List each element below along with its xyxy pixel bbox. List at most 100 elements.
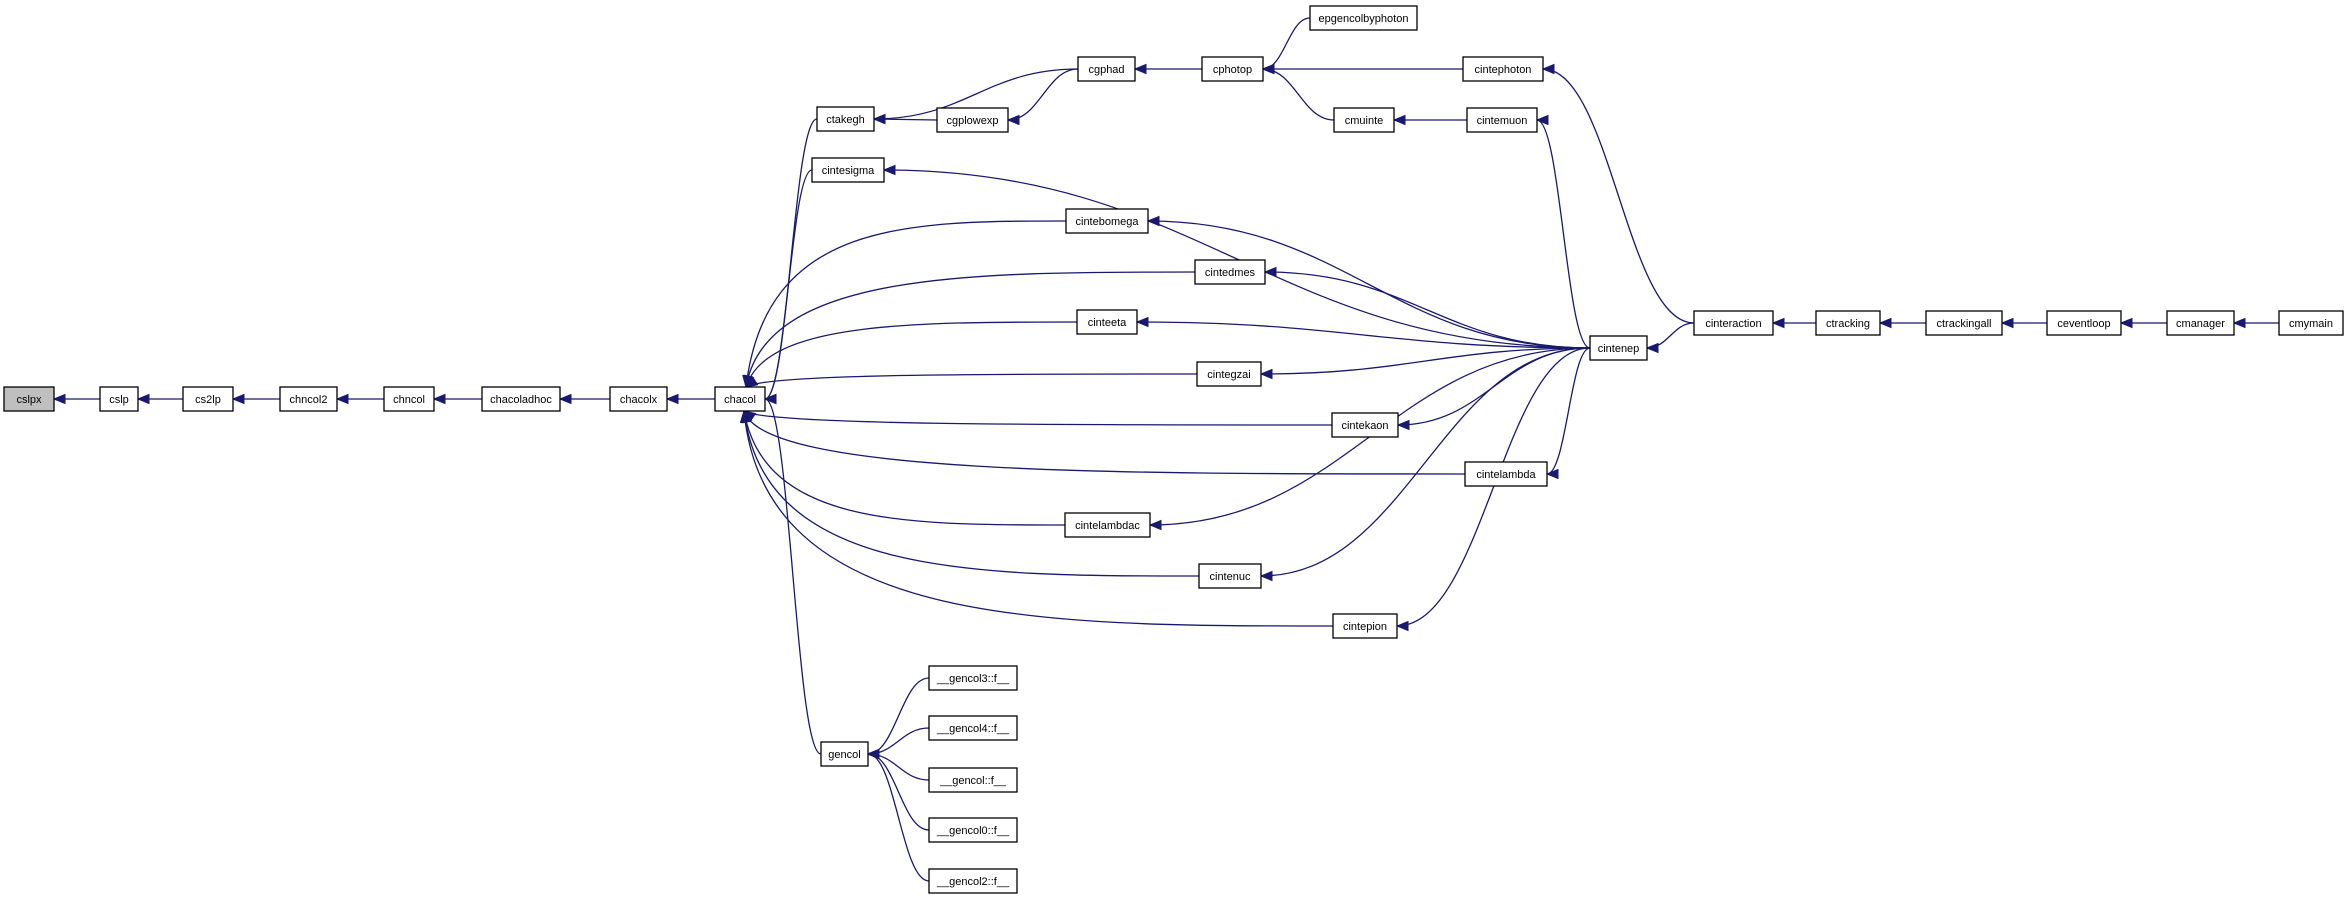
- node-gencol2[interactable]: __gencol2::f__: [928, 868, 1018, 894]
- node-box: [1331, 412, 1399, 438]
- node-box: [820, 741, 869, 767]
- node-label: cintesigma: [822, 165, 875, 177]
- node-label: chncol2: [290, 394, 328, 406]
- node-label: cintedmes: [1205, 267, 1256, 279]
- node-gencol[interactable]: gencol: [820, 741, 869, 767]
- node-box: [1925, 310, 2003, 336]
- node-gencol3[interactable]: __gencol3::f__: [928, 665, 1018, 691]
- node-epgencolbyphoton[interactable]: epgencolbyphoton: [1309, 5, 1418, 31]
- arrowhead-cs2lp: [231, 393, 245, 405]
- node-label: cintemuon: [1477, 115, 1528, 127]
- edge-cintekaon-to-chacol: [743, 410, 1333, 426]
- node-cintephoton[interactable]: cintephoton: [1462, 56, 1544, 82]
- edge-epgencolbyphoton-to-cphotop: [1262, 17, 1311, 70]
- arrowhead-chacol: [744, 376, 759, 388]
- node-cintelambdac[interactable]: cintelambdac: [1064, 512, 1151, 538]
- arrowhead-ceventloop: [2119, 317, 2133, 329]
- edge-cintenep-to-cintedmes: [1264, 271, 1591, 349]
- node-box: [1201, 56, 1264, 82]
- node-cmymain[interactable]: cmymain: [2278, 310, 2344, 336]
- node-label: cintebomega: [1076, 216, 1140, 228]
- node-cslpx[interactable]: cslpx: [3, 386, 55, 412]
- node-cintelambda[interactable]: cintelambda: [1464, 461, 1548, 487]
- node-gencol4[interactable]: __gencol4::f__: [928, 715, 1018, 741]
- node-box: [182, 386, 234, 412]
- node-chacol[interactable]: chacol: [714, 386, 766, 412]
- node-cintenuc[interactable]: cintenuc: [1198, 563, 1262, 589]
- node-cphotop[interactable]: cphotop: [1201, 56, 1264, 82]
- node-cintesigma[interactable]: cintesigma: [811, 157, 885, 183]
- node-box: [3, 386, 55, 412]
- arrowhead-cintelambdac: [1148, 519, 1162, 531]
- node-gencol0[interactable]: __gencol0::f__: [928, 817, 1018, 843]
- node-box: [609, 386, 668, 412]
- edge-gencol2-to-gencol: [867, 753, 930, 882]
- arrowhead-chacolx: [665, 393, 679, 405]
- node-ctrackingall[interactable]: ctrackingall: [1925, 310, 2003, 336]
- edge-cintenep-to-cintesigma: [883, 169, 1591, 349]
- node-cintebomega[interactable]: cintebomega: [1065, 208, 1149, 234]
- node-cintenep[interactable]: cintenep: [1589, 335, 1648, 361]
- arrowhead-cintekaon: [1396, 419, 1410, 431]
- arrowhead-cphotop: [1261, 63, 1275, 75]
- node-label: epgencolbyphoton: [1319, 13, 1409, 25]
- edge-cintenep-to-cintepion: [1396, 347, 1591, 627]
- node-cinteeta[interactable]: cinteeta: [1076, 309, 1138, 335]
- node-label: ceventloop: [2057, 318, 2110, 330]
- node-chacoladhoc[interactable]: chacoladhoc: [481, 386, 561, 412]
- node-label: __gencol0::f__: [936, 825, 1010, 837]
- node-ctakegh[interactable]: ctakegh: [816, 106, 875, 132]
- node-cintekaon[interactable]: cintekaon: [1331, 412, 1399, 438]
- node-chacolx[interactable]: chacolx: [609, 386, 668, 412]
- node-cmuinte[interactable]: cmuinte: [1333, 107, 1395, 133]
- node-label: cs2lp: [195, 394, 221, 406]
- node-label: cintelambda: [1476, 469, 1536, 481]
- node-label: ctracking: [1826, 318, 1870, 330]
- node-box: [1462, 56, 1544, 82]
- node-cintedmes[interactable]: cintedmes: [1194, 259, 1266, 285]
- node-chncol[interactable]: chncol: [383, 386, 435, 412]
- node-cmanager[interactable]: cmanager: [2166, 310, 2235, 336]
- nodes-layer: cslpx cslp cs2lp chncol2 chncol chacoladhoc ch…: [3, 5, 2344, 894]
- arrowhead-ctracking: [1878, 317, 1892, 329]
- node-label: cintenuc: [1210, 571, 1251, 583]
- arrowhead-cintebomega: [1146, 215, 1160, 227]
- node-cintemuon[interactable]: cintemuon: [1466, 107, 1538, 133]
- arrowhead-gencol: [866, 748, 880, 760]
- node-cs2lp[interactable]: cs2lp: [182, 386, 234, 412]
- node-gencolf[interactable]: __gencol::f__: [928, 767, 1018, 793]
- node-cinteraction[interactable]: cinteraction: [1693, 310, 1774, 336]
- arrowhead-chacol: [763, 393, 777, 405]
- node-ctracking[interactable]: ctracking: [1815, 310, 1881, 336]
- node-box: [1076, 309, 1138, 335]
- node-box: [928, 767, 1018, 793]
- node-cintepion[interactable]: cintepion: [1332, 613, 1398, 639]
- node-cgplowexp[interactable]: cgplowexp: [936, 107, 1009, 133]
- arrowhead-cgphad: [1133, 63, 1147, 75]
- node-label: cintepion: [1343, 621, 1387, 633]
- edge-gencol-to-chacol: [764, 398, 822, 755]
- arrowhead-cslp: [136, 393, 150, 405]
- node-box: [1466, 107, 1538, 133]
- node-cintegzai[interactable]: cintegzai: [1196, 361, 1262, 387]
- edge-cintedmes-to-chacol: [745, 271, 1196, 388]
- arrowhead-chacoladhoc: [558, 393, 572, 405]
- node-cslp[interactable]: cslp: [99, 386, 139, 412]
- edge-cinteeta-to-chacol: [745, 321, 1078, 388]
- arrowhead-cgplowexp: [1006, 114, 1020, 126]
- edge-cintenep-to-cintelambda: [1546, 347, 1591, 475]
- edge-cintenep-to-cintegzai: [1260, 347, 1591, 375]
- node-box: [811, 157, 885, 183]
- node-label: cslp: [109, 394, 129, 406]
- node-label: __gencol3::f__: [936, 673, 1010, 685]
- arrowhead-cintemuon: [1535, 114, 1549, 126]
- node-label: cgphad: [1088, 64, 1124, 76]
- edge-cgphad-to-cgplowexp: [1007, 68, 1079, 121]
- node-label: cslpx: [16, 394, 42, 406]
- node-chncol2[interactable]: chncol2: [279, 386, 338, 412]
- node-label: chncol: [393, 394, 425, 406]
- edge-cintenep-to-cinteeta: [1136, 321, 1591, 349]
- edge-gencol3-to-gencol: [867, 677, 930, 755]
- node-ceventloop[interactable]: ceventloop: [2046, 310, 2122, 336]
- node-cgphad[interactable]: cgphad: [1077, 56, 1136, 82]
